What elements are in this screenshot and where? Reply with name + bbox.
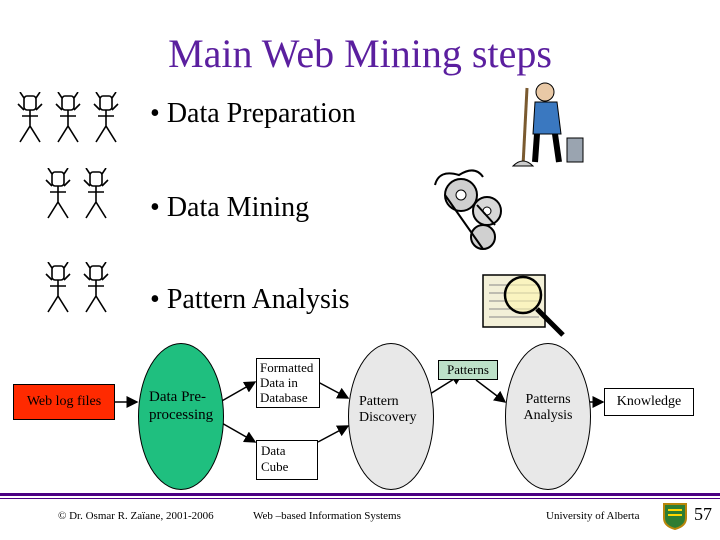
bullet-label: Data Mining [166,192,310,223]
footer-course: Web –based Information Systems [253,510,401,522]
patterns-analysis-label: Patterns Analysis [523,392,573,423]
footer-divider [0,498,720,499]
bullet-label: Data Preparation [166,98,356,129]
patterns-analysis-oval: Patterns Analysis [505,343,591,490]
slide-title: Main Web Mining steps [168,31,552,76]
knowledge-box: Knowledge [604,388,694,416]
bullet-label: Pattern Analysis [166,284,350,315]
gears-clipart [434,169,502,250]
janitor-clipart [511,82,584,167]
footer-university: University of Alberta [546,510,640,522]
data-cube-label: Data Cube [261,443,289,474]
patterns-label: Patterns [447,362,489,377]
bullet-data-mining: • Data Mining [150,192,310,223]
footer-copyright: © Dr. Osmar R. Zaïane, 2001-2006 [58,510,214,522]
people-icons-group-2 [45,168,109,219]
pattern-discovery-oval: Pattern Discovery [348,343,434,490]
preprocessing-oval: Data Pre-processing [138,343,224,490]
pattern-discovery-label: Pattern Discovery [359,394,417,425]
preprocessing-label: Data Pre-processing [149,389,214,423]
web-log-files-box: Web log files [13,384,115,420]
people-icons-group-1 [17,92,119,143]
formatted-database-box: Formatted Data in Database [256,358,320,408]
web-log-files-label: Web log files [26,394,102,409]
patterns-box: Patterns [438,360,498,380]
footer-band [0,493,720,496]
formatted-database-label: Formatted Data in Database [260,360,314,405]
flow-arrows [115,373,605,443]
university-crest-icon [663,503,687,530]
data-cube-box: Data Cube [256,440,318,480]
knowledge-label: Knowledge [616,394,682,409]
footer: © Dr. Osmar R. Zaïane, 2001-2006 Web –ba… [0,490,720,540]
slide-number: 57 [694,504,712,524]
magnifier-clipart [482,274,565,337]
bullet-data-preparation: • Data Preparation [150,98,356,129]
people-icons-group-3 [45,262,109,313]
bullet-pattern-analysis: • Pattern Analysis [150,284,350,315]
